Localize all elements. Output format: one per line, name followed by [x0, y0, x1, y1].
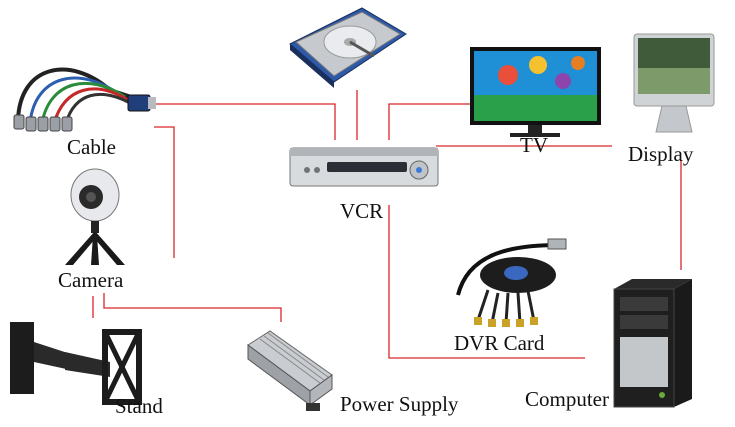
- wire-tv-vcr: [388, 103, 470, 140]
- display-label: Display: [628, 142, 694, 166]
- flat-tv-icon: [470, 47, 601, 137]
- power-supply-label: Power Supply: [340, 392, 459, 416]
- webcam-icon: [65, 168, 125, 265]
- dvr-recorder-icon: [289, 147, 439, 187]
- dvr-card-label: DVR Card: [454, 331, 545, 355]
- wire-camera-power: [103, 293, 282, 322]
- wire-cable-vcr: [152, 103, 336, 140]
- tv-label: TV: [520, 133, 548, 157]
- dvr-capture-card-icon: [456, 238, 567, 327]
- wire-vcr-computer: [388, 205, 585, 359]
- pc-tower-icon: [613, 279, 692, 408]
- tv-wall-mount-icon: [10, 322, 142, 405]
- cable-label: Cable: [67, 135, 116, 159]
- camera-label: Camera: [58, 268, 124, 292]
- wire-cable-camera: [154, 126, 175, 258]
- monitor-icon: [633, 33, 715, 133]
- computer-label: Computer: [525, 387, 609, 411]
- vga-cable-icon: [13, 67, 156, 132]
- vcr-label: VCR: [340, 199, 384, 223]
- hard-drive-icon: [289, 7, 407, 88]
- power-supply-icon: [247, 330, 333, 411]
- stand-label: Stand: [115, 394, 163, 418]
